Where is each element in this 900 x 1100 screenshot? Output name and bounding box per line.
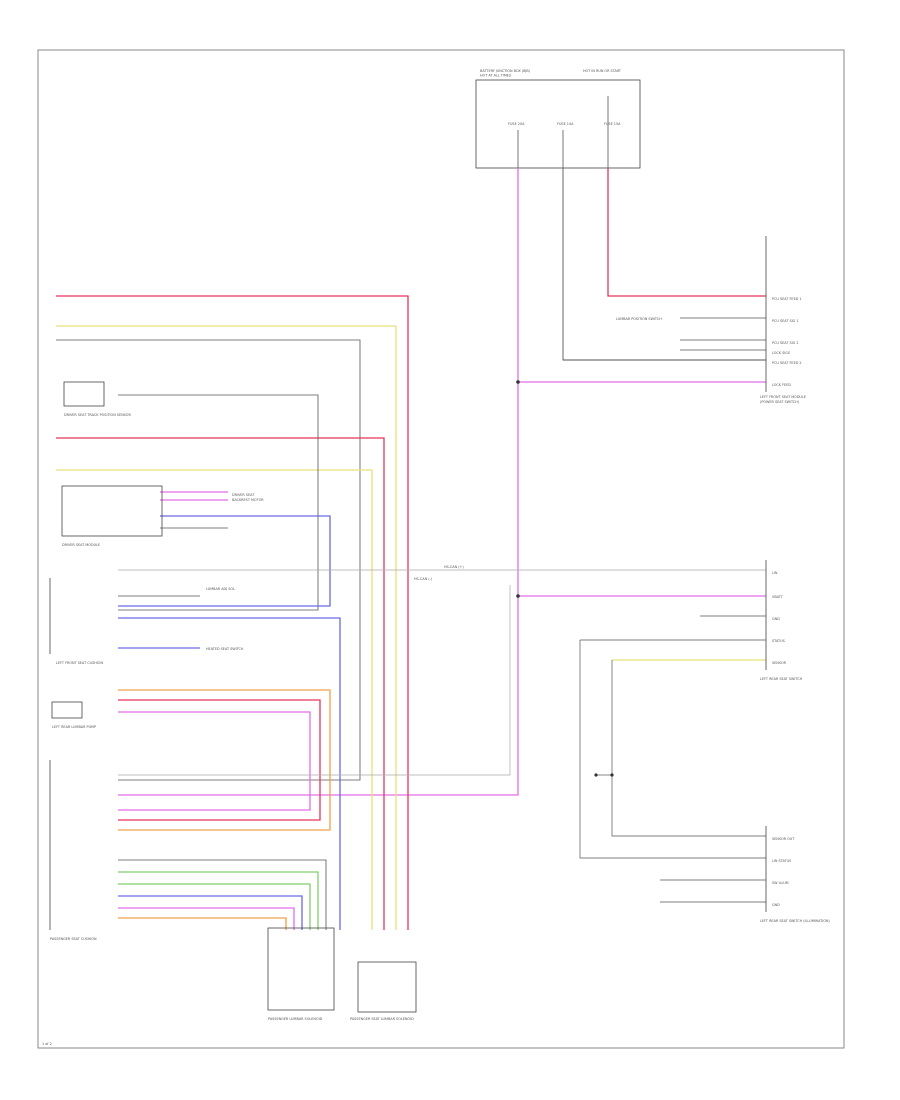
passenger-seat-title: PASSENGER SEAT CUSHION <box>50 937 97 941</box>
svg-text:PCU SEAT FEED 1: PCU SEAT FEED 1 <box>772 297 802 301</box>
left-front-seat-cushion: LEFT FRONT SEAT CUSHION LUMBAR ADJ SOL H… <box>49 578 244 665</box>
diagram-frame <box>37 49 845 1049</box>
fuse-box-right: HOT IN RUN OR START <box>583 69 622 73</box>
left-rear-seat-title: LEFT REAR LUMBAR PUMP <box>52 725 96 729</box>
splice-dots <box>516 380 614 777</box>
left-front-seat-cushion-title: LEFT FRONT SEAT CUSHION <box>56 661 103 665</box>
right-mid-switch: LIN VBATT GND STATUS SENSOR LEFT REAR SE… <box>760 560 803 681</box>
fuse-a: FUSE 20A <box>508 122 525 126</box>
svg-text:PCU SEAT SIG 1: PCU SEAT SIG 1 <box>772 319 799 323</box>
passenger-seat-cushion: PASSENGER SEAT CUSHION <box>49 760 97 941</box>
svg-text:STATUS: STATUS <box>772 639 785 643</box>
svg-text:SENSOR: SENSOR <box>772 661 787 665</box>
svg-text:PCU SEAT SIG 2: PCU SEAT SIG 2 <box>772 341 799 345</box>
right-top-connector: PCU SEAT FEED 1 PCU SEAT SIG 1 PCU SEAT … <box>616 236 806 404</box>
page-label: 1 of 2 <box>42 1042 52 1046</box>
bottom-left-connector-title: PASSENGER LUMBAR SOLENOID <box>268 1017 323 1021</box>
seat-track-sensor: DRIVER SEAT TRACK POSITION SENSOR <box>63 381 131 417</box>
svg-text:LIN: LIN <box>772 571 778 575</box>
bottom-right-connector-title: PASSENGER SEAT LUMBAR SOLENOID <box>350 1017 414 1021</box>
right-connector-sub: (POWER SEAT SWITCH) <box>760 400 800 404</box>
wires <box>56 168 766 930</box>
right-bottom-switch: SENSOR OUT LIN STATUS SW ILLUM GND LEFT … <box>760 826 830 923</box>
svg-text:SW ILLUM: SW ILLUM <box>772 881 789 885</box>
svg-text:LUMBAR ADJ SOL: LUMBAR ADJ SOL <box>206 587 235 591</box>
driver-seat-title: DRIVER SEAT MODULE <box>62 543 100 547</box>
svg-text:BACKREST MOTOR: BACKREST MOTOR <box>232 498 264 502</box>
fuse-box-sub: HOT AT ALL TIMES <box>480 74 511 78</box>
svg-text:VBATT: VBATT <box>772 595 784 599</box>
seat-track-title: DRIVER SEAT TRACK POSITION SENSOR <box>64 413 131 417</box>
right-bottom-title: LEFT REAR SEAT SWITCH (ILLUMINATION) <box>760 919 830 923</box>
lumbar-label: LUMBAR POSITION SWITCH <box>616 317 662 321</box>
fuse-c: FUSE 15A <box>604 122 621 126</box>
left-rear-lumbar-pump: LEFT REAR LUMBAR PUMP <box>51 701 96 729</box>
fuse-b: FUSE 10A <box>557 122 574 126</box>
svg-text:DRIVER SEAT: DRIVER SEAT <box>232 493 255 497</box>
bottom-left-connector: PASSENGER LUMBAR SOLENOID <box>267 927 335 1021</box>
data-bus-label: HS-CAN (+) <box>444 565 464 569</box>
svg-text:GND: GND <box>772 903 780 907</box>
right-connector-top: LEFT FRONT SEAT MODULE <box>760 395 806 399</box>
svg-text:HEATED SEAT SWITCH: HEATED SEAT SWITCH <box>206 647 244 651</box>
svg-text:LOCK FEED: LOCK FEED <box>772 383 791 387</box>
driver-seat-module: DRIVER SEAT MODULE DRIVER SEAT BACKREST … <box>61 485 264 547</box>
svg-text:PCU SEAT FEED 2: PCU SEAT FEED 2 <box>772 361 802 365</box>
data-bus-label-2: HS-CAN (-) <box>414 577 433 581</box>
fuse-box-title: BATTERY JUNCTION BOX (BJB) <box>480 69 531 73</box>
right-mid-title: LEFT REAR SEAT SWITCH <box>760 677 803 681</box>
fuse-box: BATTERY JUNCTION BOX (BJB) HOT AT ALL TI… <box>475 69 641 169</box>
svg-text:LIN STATUS: LIN STATUS <box>772 859 791 863</box>
svg-text:GND: GND <box>772 617 780 621</box>
bottom-right-connector: PASSENGER SEAT LUMBAR SOLENOID <box>350 961 417 1021</box>
svg-text:LOCK SIGS: LOCK SIGS <box>772 351 790 355</box>
svg-text:SENSOR OUT: SENSOR OUT <box>772 837 795 841</box>
